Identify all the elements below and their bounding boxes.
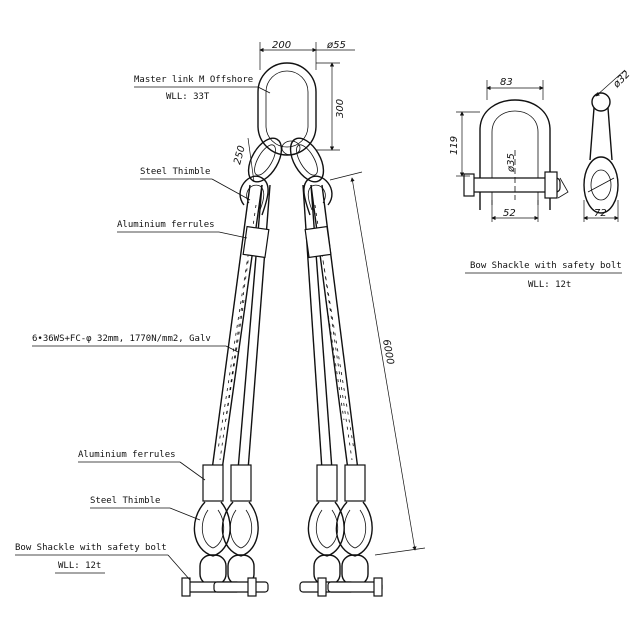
wire-spec-label: 6•36WS+FC-φ 32mm, 1770N/mm2, Galv: [32, 334, 211, 344]
master-dia-dim: ø55: [326, 40, 346, 51]
shackle-side-width-dim: 72: [594, 208, 607, 219]
shackle-inner-width-dim: 52: [503, 208, 516, 219]
intermediate-dim: 250: [232, 144, 248, 165]
steel-thimble-top-label: Steel Thimble: [140, 167, 210, 177]
shackle-detail-side: [583, 92, 619, 214]
shackle-detail-front: [463, 99, 569, 210]
master-link-label: Master link M Offshore: [134, 75, 253, 85]
shackle-front-dimensions: 83 119 ø35 52: [449, 77, 544, 222]
shackle-bolt-dia-dim: ø35: [506, 153, 517, 173]
bow-shackle-left-wll-label: WLL: 12t: [58, 561, 101, 571]
master-width-dim: 200: [272, 40, 291, 51]
bottom-thimbles: [193, 501, 373, 557]
length-dimension: 6000: [329, 171, 426, 556]
shackle-height-dim: 119: [449, 136, 460, 155]
shackle-top-width-dim: 83: [500, 77, 513, 88]
shackle-pin-dia-dim: ø32: [611, 69, 633, 91]
master-link-dimensions: 200 ø55 300 250: [232, 40, 355, 183]
bow-shackle-left-label: Bow Shackle with safety bolt: [15, 543, 167, 553]
master-height-dim: 300: [335, 99, 346, 118]
length-dim: 6000: [380, 339, 395, 366]
master-wll-label: WLL: 33T: [166, 92, 210, 102]
master-link: [257, 62, 317, 156]
annotation-labels: Master link M Offshore WLL: 33T Steel Th…: [15, 75, 271, 581]
bottom-ferrules: [202, 464, 366, 502]
aluminium-ferrules-top-label: Aluminium ferrules: [117, 220, 215, 230]
rope-legs: [211, 184, 359, 471]
top-thimbles: [239, 175, 333, 216]
top-ferrules: [242, 225, 332, 259]
steel-thimble-bottom-label: Steel Thimble: [90, 496, 160, 506]
bottom-shackles: [181, 554, 383, 597]
bow-shackle-detail-label: Bow Shackle with safety bolt: [470, 261, 622, 271]
bow-shackle-detail-wll-label: WLL: 12t: [528, 280, 571, 290]
intermediate-links: [247, 137, 325, 183]
aluminium-ferrules-bottom-label: Aluminium ferrules: [78, 450, 176, 460]
shackle-detail-caption: Bow Shackle with safety bolt WLL: 12t: [465, 261, 622, 290]
